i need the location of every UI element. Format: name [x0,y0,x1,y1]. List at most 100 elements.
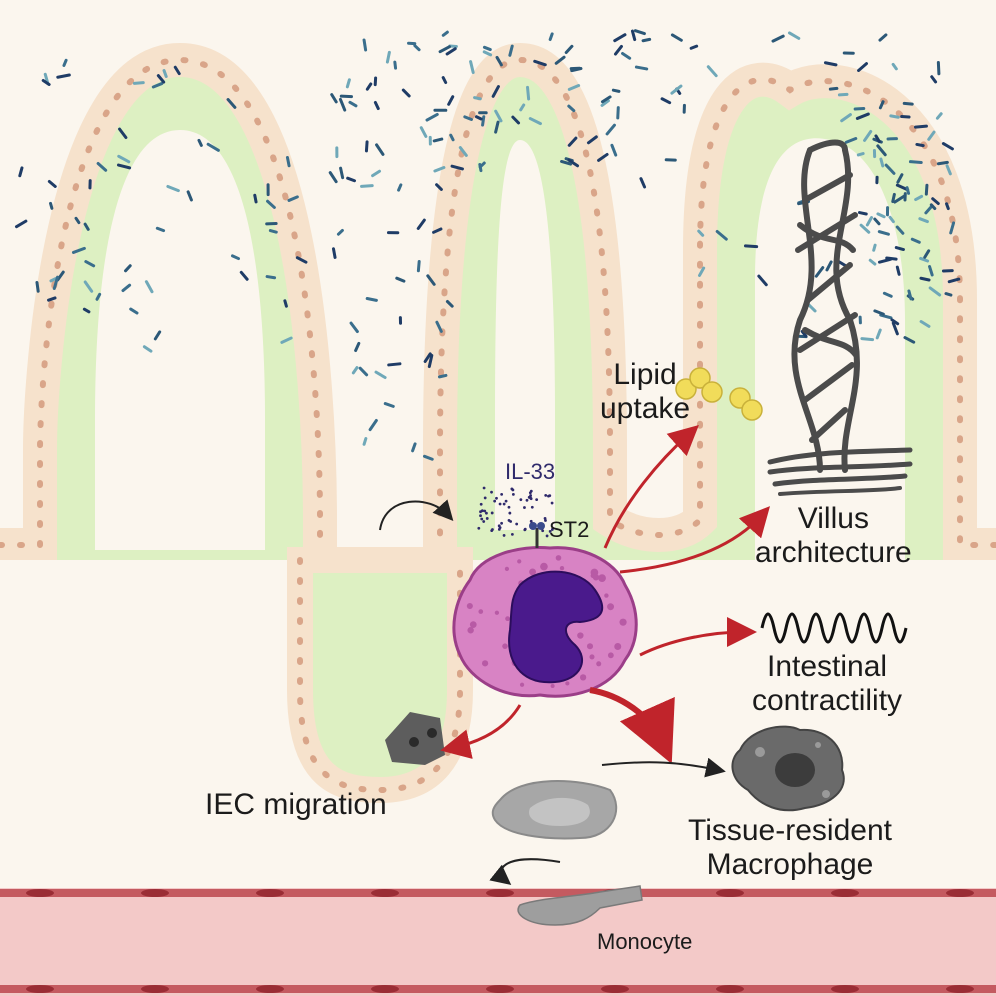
bacterium [124,264,132,273]
bacterium [47,296,57,302]
bacterium [689,44,699,50]
bacterium [351,366,359,375]
endothelial-cell [486,985,514,993]
bacterium [338,97,347,112]
bacterium [857,211,868,216]
il33-particle [510,532,514,536]
villus-architecture-label: Villus architecture [755,502,912,569]
bacterium [930,75,938,84]
endothelial-cell [716,889,744,897]
bacterium [368,419,378,432]
il33-particle [479,514,482,518]
eosinophil-nucleus [508,570,604,684]
bacterium [613,44,623,56]
bacterium [62,58,68,67]
bacterium [371,169,382,178]
bacterium [482,45,492,52]
bacterium [888,215,895,224]
endothelial-cell [946,985,974,993]
bacterium [435,183,443,191]
bacterium [129,307,139,315]
bacterium [924,205,933,215]
bacterium [401,88,411,98]
granule [614,642,622,651]
bacterium [560,159,573,166]
extravasation-arrow [489,858,561,886]
bacterium [610,143,618,157]
granule [469,621,477,628]
bacterium [283,299,288,308]
villus-core-middle [495,140,555,530]
bacterium [633,29,646,36]
granule [607,652,614,659]
endothelial-cell [371,985,399,993]
bacterium [876,144,887,157]
il33-release-arrow [379,499,454,531]
bacterium [597,152,609,162]
iec-migration-arrow [440,704,522,759]
bacterium [548,32,554,42]
granule [565,681,570,686]
villus-architecture-line1: Villus [797,502,869,535]
il33-particle [502,534,506,537]
granule [481,660,489,667]
il33-particle [550,501,554,505]
bacterium [494,109,503,123]
crypt-base-cells [385,712,445,765]
bacterium [600,99,610,107]
bacterium [441,30,449,37]
bacterium [339,166,345,180]
bacterium [482,50,493,57]
bacterium [230,254,240,261]
il33-particle [495,496,498,500]
bacterium [670,84,683,95]
bacterium [856,152,865,157]
bacterium [844,137,858,144]
bacterium [49,277,58,283]
bacterium [432,137,444,143]
lipid-uptake-line1: Lipid [613,358,677,391]
bacterium [931,197,940,206]
il33-particle [490,490,493,494]
bacterium [395,276,406,283]
bacterium [873,217,881,226]
il33-particle [525,498,529,502]
bacterium [433,166,446,173]
bacterium [413,44,421,52]
bacterium [364,140,369,153]
bacterium [567,136,578,147]
bacterium [387,362,402,367]
il33-particle [545,534,549,538]
bacterium [365,297,378,302]
monocyte-icon [517,885,643,926]
il33-particle [511,492,515,496]
bacterium [923,249,931,259]
bacterium [226,98,237,109]
granule [467,627,474,634]
granule [550,683,555,688]
macrophage-icon [731,725,845,812]
bacterium [891,321,899,336]
bacterium [639,177,647,189]
il33-particle [507,505,511,509]
bacterium [511,115,521,125]
endothelial-cell [601,985,629,993]
il33-particle [509,520,513,523]
bacterium [197,138,203,147]
granule [589,654,595,660]
bacterium [346,176,356,183]
macrophage-arrow [589,687,675,764]
bacterium [928,265,934,277]
bacterium [362,38,368,52]
bacterium [914,124,928,129]
endothelial-cell [141,889,169,897]
endothelial-cell [946,889,974,897]
bacterium [697,229,705,237]
bacterium [879,157,885,168]
bacterium [528,117,542,126]
il33-particle [550,528,554,531]
il33-particle [500,521,504,525]
bacterium [47,179,57,188]
bacterium [422,454,434,461]
bacterium [947,277,961,284]
